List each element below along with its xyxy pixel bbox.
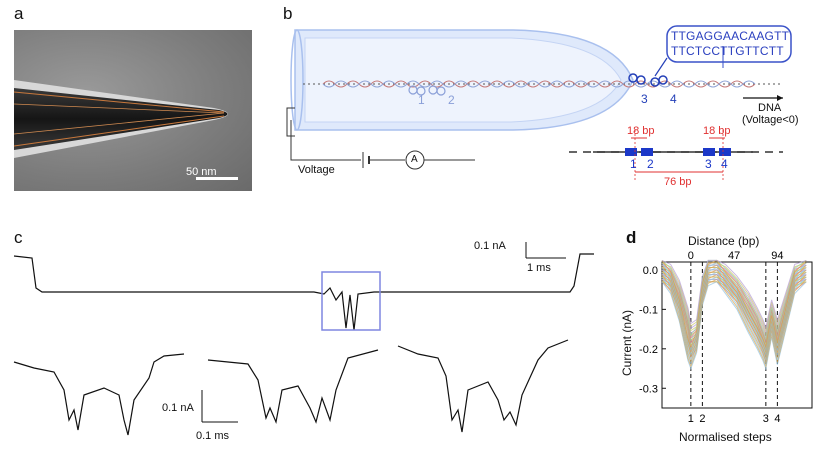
chart-xlabel: Normalised steps <box>679 430 772 444</box>
y-tick-label-3: -0.3 <box>639 383 658 395</box>
panel-label-c: c <box>14 228 23 247</box>
panel-label-b: b <box>283 4 293 23</box>
top-tick-label-0: 0 <box>688 250 694 262</box>
lower-site-4: 4 <box>721 157 728 171</box>
spacing-total: 76 bp <box>664 176 692 188</box>
spacing-left: 18 bp <box>627 125 655 137</box>
site-label-3: 3 <box>641 92 648 106</box>
x-tick-label-2: 3 <box>763 413 769 425</box>
sequence-bottom: TTCTCCTTGTTCTT <box>671 44 784 58</box>
current-trace-overview <box>13 242 594 331</box>
zoom-current-scale: 0.1 nA <box>162 402 194 414</box>
current-trace-zoom-2 <box>201 349 379 425</box>
zoom-time-scale: 0.1 ms <box>196 430 230 442</box>
y-tick-label-2: -0.2 <box>639 344 658 356</box>
sequence-top: TTGAGGAACAAGTT <box>671 29 790 43</box>
scale-bar-label: 50 nm <box>186 166 217 178</box>
current-trace-zoom-3 <box>397 339 569 433</box>
top-tick-label-2: 94 <box>771 250 783 262</box>
dna-label: DNA <box>758 102 782 114</box>
pipette-schematic <box>286 25 792 180</box>
pipette-em-shape <box>13 80 238 180</box>
x-tick-label-0: 1 <box>688 413 694 425</box>
panel-label-a: a <box>14 4 24 23</box>
plot-frame <box>661 261 813 409</box>
series-line-1-9 <box>661 259 807 350</box>
lower-site-3: 3 <box>705 157 712 171</box>
ammeter-label: A <box>411 154 418 165</box>
site-label-2: 2 <box>448 93 455 107</box>
lower-site-1: 1 <box>630 157 637 171</box>
spacing-right: 18 bp <box>703 125 731 137</box>
chart-top-axis-label: Distance (bp) <box>688 234 760 248</box>
voltage-condition: (Voltage<0) <box>742 114 799 126</box>
series-line-0-9 <box>661 259 807 342</box>
overview-current-scale: 0.1 nA <box>474 240 506 252</box>
x-tick-label-3: 4 <box>774 413 780 425</box>
site-label-1: 1 <box>418 93 425 107</box>
site-label-4: 4 <box>670 92 677 106</box>
lower-site-2: 2 <box>647 157 654 171</box>
current-trace-zoom-1 <box>13 353 185 436</box>
voltage-label: Voltage <box>298 164 335 176</box>
x-tick-label-1: 2 <box>699 413 705 425</box>
y-tick-label-1: -0.1 <box>639 304 658 316</box>
y-tick-label-0: 0.0 <box>643 265 658 277</box>
top-tick-label-1: 47 <box>728 250 740 262</box>
series-line-2-9 <box>661 259 807 330</box>
overview-time-scale: 1 ms <box>527 262 551 274</box>
panel-label-d: d <box>626 228 637 247</box>
